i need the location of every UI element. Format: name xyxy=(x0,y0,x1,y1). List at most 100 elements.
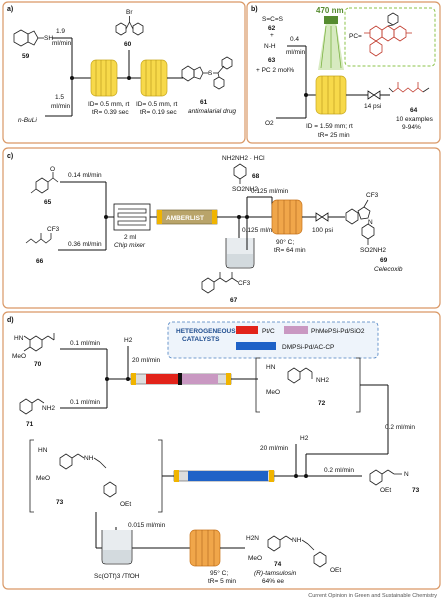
packed-bed-2 xyxy=(173,470,275,482)
flow-65: 0.14 ml/min xyxy=(68,172,102,179)
compound-73b-label: 73 xyxy=(56,499,64,506)
photocatalyst-box: PC= xyxy=(344,7,436,67)
panel-b-frame xyxy=(246,1,441,144)
compound-65-structure: O xyxy=(30,166,59,194)
compound-64-structure xyxy=(388,82,430,93)
chip-mixer xyxy=(113,203,151,231)
hydrazine-label: NH2NH2 · HCl xyxy=(222,155,265,162)
plus-sign: + xyxy=(270,32,274,39)
cs2-label: S=C=S xyxy=(262,16,284,23)
h2-1: H2 xyxy=(124,337,133,344)
compound-71-structure xyxy=(19,398,45,415)
compound-66-label: 66 xyxy=(36,258,44,265)
cat-blue-swatch xyxy=(236,342,276,350)
compound-64-label: 64 xyxy=(410,107,418,114)
reactor-coil-c xyxy=(271,199,303,235)
flow-rate-1-unit: ml/min xyxy=(52,40,72,47)
compound-66-structure: CF3 xyxy=(25,226,60,244)
oet-73b: OEt xyxy=(120,501,131,508)
compound-59-label: 59 xyxy=(22,53,30,60)
reactor-d-temp: 95° C; xyxy=(210,569,228,577)
packed-bed-1 xyxy=(130,373,232,385)
compound-68-label: 68 xyxy=(252,173,260,180)
ee-value: 64% ee xyxy=(262,578,284,585)
catalyst-legend: HETEROGENEOUS CATALYSTS Pt/C PhMePSi-Pd/… xyxy=(167,321,379,359)
nh-73: NH xyxy=(84,455,94,462)
compound-65-label: 65 xyxy=(44,199,52,206)
panel-a-frame xyxy=(2,1,246,144)
light-wavelength: 470 nm xyxy=(316,6,344,15)
reactor-c-temp: 90° C; xyxy=(276,238,294,246)
back-pressure-valve-b xyxy=(367,90,381,100)
antimalarial-label: antimalarial drug xyxy=(188,108,236,115)
reactor-coil-d xyxy=(189,529,221,567)
cat-blue-label: DMPSi-Pd/AC-CP xyxy=(282,344,334,351)
h2n-74: H2N xyxy=(246,535,259,542)
cat-red-label: Pt/C xyxy=(262,328,275,335)
meo-72: MeO xyxy=(266,389,280,396)
atom-n-69: N xyxy=(368,219,373,226)
cat-red-swatch xyxy=(236,326,258,334)
nh-74: NH xyxy=(292,537,302,544)
oet-73a: OEt xyxy=(380,487,391,494)
reactor-c-tr: tR= 64 min xyxy=(274,247,306,254)
reactor-d-tr: tR= 5 min xyxy=(208,578,236,585)
amine-label: N-H xyxy=(264,43,276,50)
compound-74-label: 74 xyxy=(274,561,282,568)
meo-74: MeO xyxy=(248,555,262,562)
flow-73: 0.2 ml/min xyxy=(324,467,354,474)
compound-74-structure xyxy=(267,535,327,568)
hn-73: HN xyxy=(38,447,48,454)
atom-o-65: O xyxy=(50,166,55,173)
flow-rate-b: 0.4 xyxy=(290,36,299,43)
flow-rate-2: 1.5 xyxy=(55,94,64,101)
meo-70: MeO xyxy=(12,353,26,360)
pc-equals-label: PC= xyxy=(349,33,362,40)
flow-h2-2: 20 ml/min xyxy=(260,445,289,452)
reactor-1-id: ID= 0.5 mm, rt xyxy=(88,101,130,108)
compound-70-label: 70 xyxy=(34,361,42,368)
flow-71: 0.1 ml/min xyxy=(70,399,100,406)
hn-70: HN xyxy=(14,335,24,342)
panel-b-label: b) xyxy=(251,6,258,13)
cf3-69: CF3 xyxy=(366,192,379,199)
collection-beaker xyxy=(225,238,255,269)
lewis-acid-label: Sc(OTf)3 /TfOH xyxy=(94,573,140,580)
compound-60-label: 60 xyxy=(124,41,132,48)
compound-63-label: 63 xyxy=(268,57,276,64)
yield-range: 9-94% xyxy=(402,124,421,131)
so2nh2-68: SO2NH2 xyxy=(232,186,258,193)
compound-72-label: 72 xyxy=(318,400,326,407)
cf3-66: CF3 xyxy=(47,226,60,233)
pc-loading: + PC 2 mol% xyxy=(256,67,294,74)
compound-61-structure: S xyxy=(181,56,233,90)
nitrile-n: N xyxy=(404,471,409,478)
catalyst-title-1: HETEROGENEOUS xyxy=(176,328,236,335)
oet-74: OEt xyxy=(330,567,341,574)
pressure-b: 14 psi xyxy=(364,103,381,110)
meo-73: MeO xyxy=(36,475,50,482)
compound-62-label: 62 xyxy=(268,25,276,32)
panel-a-label: a) xyxy=(7,6,13,13)
nh2-71: NH2 xyxy=(42,405,55,412)
atom-sh-label: SH xyxy=(44,35,53,42)
compound-73-bracket xyxy=(29,439,163,513)
journal-footer: Current Opinion in Green and Sustainable… xyxy=(308,593,437,599)
catalyst-title-2: CATALYSTS xyxy=(182,336,220,343)
reactor-coil-b xyxy=(315,75,347,115)
light-beam xyxy=(318,16,344,70)
compound-73a-label: 73 xyxy=(412,487,420,494)
so2nh2-69: SO2NH2 xyxy=(360,247,386,254)
cat-pink-swatch xyxy=(284,326,308,334)
o2-label: O2 xyxy=(265,120,274,127)
panel-d-label: d) xyxy=(7,317,14,324)
compound-69-structure: CF3 N xyxy=(345,192,379,245)
compound-73-nitrile-structure xyxy=(369,469,402,486)
flow-h2-1: 20 ml/min xyxy=(132,357,161,364)
nbuli-label: n-BuLi xyxy=(18,117,37,124)
flow-70: 0.1 ml/min xyxy=(70,340,100,347)
back-pressure-valve-c xyxy=(315,212,329,222)
flow-rate-1: 1.9 xyxy=(56,28,65,35)
compound-61-label: 61 xyxy=(200,99,208,106)
